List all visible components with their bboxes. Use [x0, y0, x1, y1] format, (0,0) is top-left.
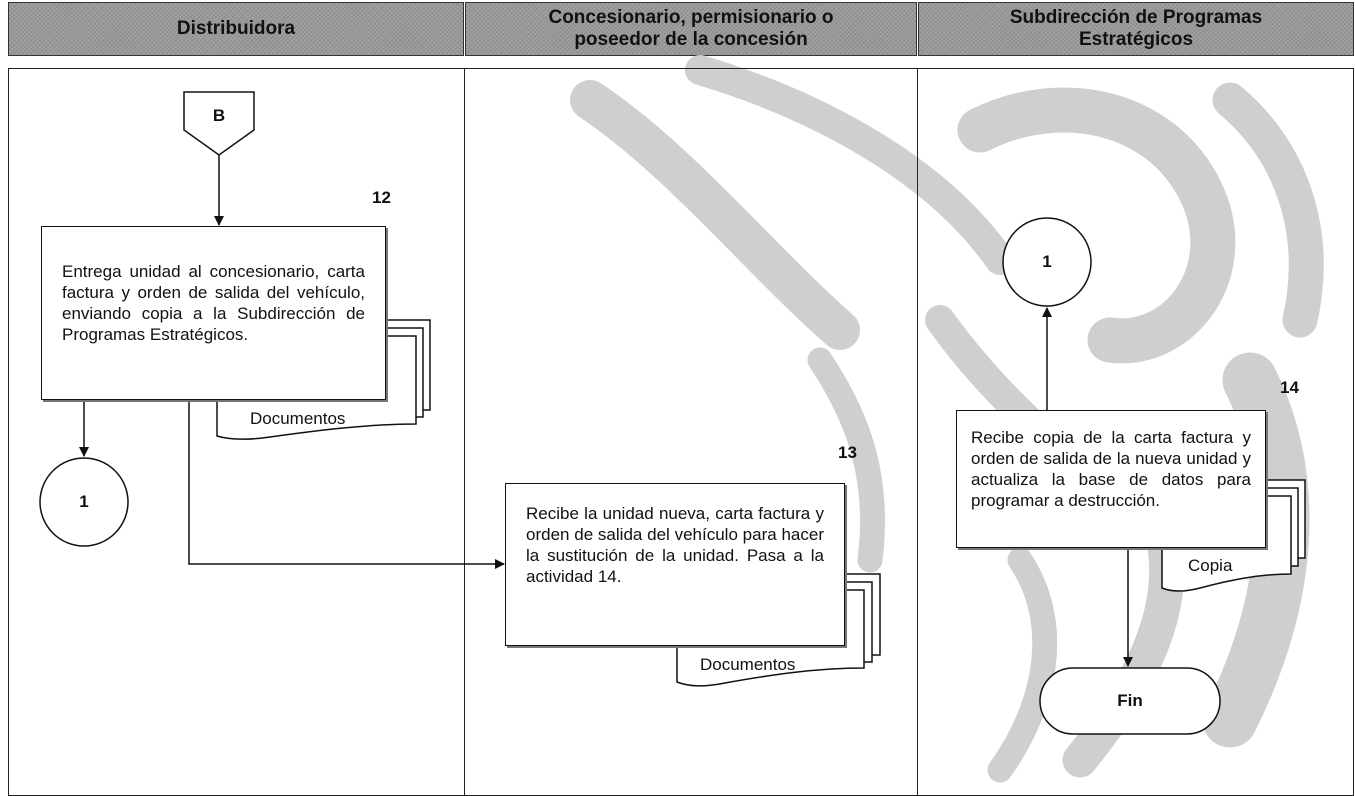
arrow-12-to-13	[188, 400, 505, 569]
process-box-14: Recibe copia de la carta factura y orden…	[956, 410, 1266, 548]
lane-title-line1: Subdirección de Programas	[1009, 7, 1263, 28]
process-text-12: Entrega unidad al concesionario, carta f…	[62, 262, 365, 344]
lane-header-distribuidora: Distribuidora	[8, 2, 464, 56]
offpage-connector-b	[183, 91, 255, 156]
lane-title: Distribuidora	[176, 18, 296, 39]
connector-circle-1-right	[1002, 217, 1092, 307]
lane-title-line2: poseedor de la concesión	[574, 29, 808, 50]
process-text-13: Recibe la unidad nueva, carta factura y …	[526, 504, 824, 586]
document-label-13: Documentos	[700, 655, 796, 674]
document-label-14: Copia	[1188, 556, 1233, 575]
lane-title-line1: Concesionario, permisionario o	[548, 7, 834, 28]
lane-header-concesionario: Concesionario, permisionario o poseedor …	[465, 2, 917, 56]
offpage-connector-label: B	[212, 106, 226, 125]
terminal-fin	[1039, 667, 1221, 735]
process-box-12: Entrega unidad al concesionario, carta f…	[41, 226, 386, 400]
lane-header-subdireccion: Subdirección de Programas Estratégicos	[918, 2, 1354, 56]
document-label-12: Documentos	[250, 409, 346, 428]
terminal-fin-label: Fin	[1117, 691, 1143, 710]
step-number-12: 12	[372, 188, 391, 207]
process-text-14: Recibe copia de la carta factura y orden…	[971, 428, 1251, 510]
step-number-13: 13	[838, 443, 857, 462]
lane-divider	[464, 68, 465, 796]
connector-circle-1-left	[39, 457, 129, 547]
step-number-14: 14	[1280, 378, 1299, 397]
lane-title-line2: Estratégicos	[1078, 29, 1194, 50]
lane-divider	[917, 68, 918, 796]
connector-label-left: 1	[79, 492, 89, 511]
connector-label-right: 1	[1042, 252, 1052, 271]
process-box-13: Recibe la unidad nueva, carta factura y …	[505, 483, 845, 646]
